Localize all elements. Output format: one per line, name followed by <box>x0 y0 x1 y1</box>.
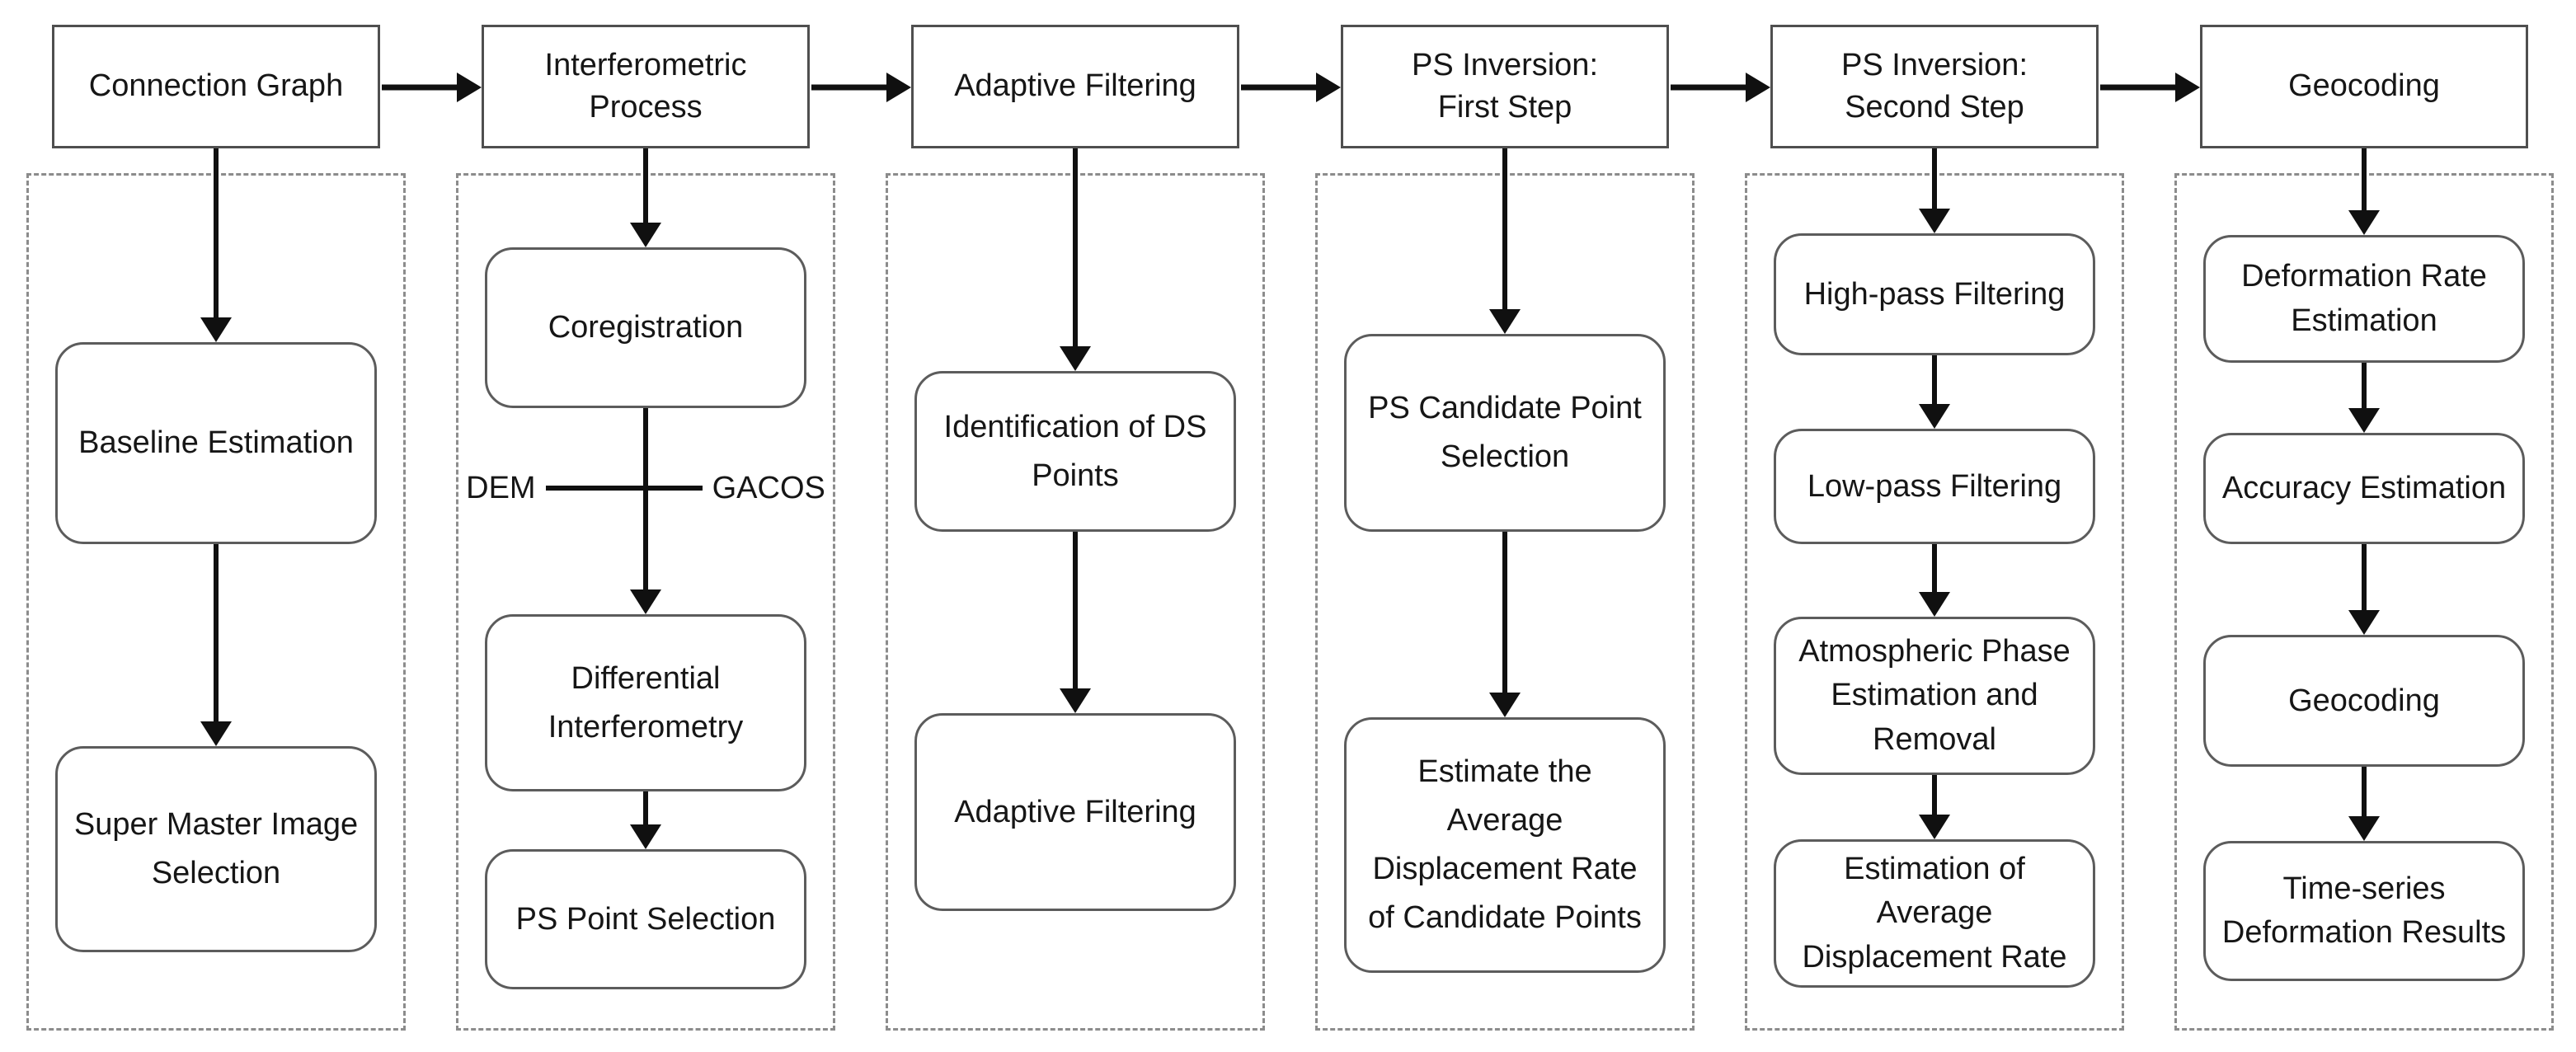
step-box-ps-point-selection: PS Point Selection <box>485 849 806 989</box>
arrow-head-icon <box>1919 209 1950 233</box>
arrow-down <box>1488 532 1521 717</box>
arrow-head-icon <box>1060 688 1091 713</box>
arrow-right <box>382 72 482 103</box>
arrow-head-icon <box>200 721 232 746</box>
arrow-right <box>1671 72 1770 103</box>
step-box-estimate-average-displacement-rate: Estimate the Average Displacement Rate o… <box>1344 717 1666 973</box>
arrow-shaft <box>1073 532 1078 690</box>
step-box-estimation-of-average-displacement-rate: Estimation of Average Displacement Rate <box>1774 839 2095 988</box>
step-box-accuracy-estimation: Accuracy Estimation <box>2203 433 2525 544</box>
arrow-head-icon <box>2175 73 2200 102</box>
arrow-down <box>1059 532 1092 713</box>
arrow-down <box>2348 363 2381 433</box>
arrow-down <box>1918 355 1951 429</box>
arrow-down <box>1488 148 1521 334</box>
arrow-shaft <box>643 408 648 591</box>
arrow-head-icon <box>1060 346 1091 371</box>
arrow-shaft <box>1932 148 1937 210</box>
arrow-right <box>1241 72 1341 103</box>
arrow-shaft <box>1502 532 1507 694</box>
arrow-shaft <box>214 148 219 319</box>
arrow-head-icon <box>1489 693 1521 717</box>
step-box-identification-of-ds-points: Identification of DS Points <box>914 371 1236 532</box>
arrow-head-icon <box>1316 73 1341 102</box>
step-box-ps-candidate-point-selection: PS Candidate Point Selection <box>1344 334 1666 532</box>
arrow-shaft <box>1932 775 1937 816</box>
arrow-shaft <box>1932 544 1937 594</box>
arrow-shaft <box>382 84 460 91</box>
arrow-head-icon <box>630 589 661 614</box>
arrow-down <box>629 791 662 849</box>
arrow-down <box>2348 544 2381 635</box>
arrow-down <box>1918 775 1951 839</box>
arrow-shaft <box>1073 148 1078 348</box>
step-box-time-series-deformation-results: Time-series Deformation Results <box>2203 841 2525 981</box>
header-box-connection-graph: Connection Graph <box>52 25 380 148</box>
step-box-baseline-estimation: Baseline Estimation <box>55 342 377 544</box>
arrow-down <box>2348 767 2381 841</box>
step-box-high-pass-filtering: High-pass Filtering <box>1774 233 2095 355</box>
header-box-interferometric-process: Interferometric Process <box>482 25 810 148</box>
arrow-down <box>2348 148 2381 235</box>
gacos-label: GACOS <box>712 470 825 505</box>
arrow-head-icon <box>2348 408 2380 433</box>
arrow-shaft <box>2362 767 2367 818</box>
header-box-adaptive-filtering: Adaptive Filtering <box>911 25 1239 148</box>
arrow-down <box>629 148 662 247</box>
arrow-head-icon <box>1919 404 1950 429</box>
arrow-head-icon <box>2348 816 2380 841</box>
step-box-atmospheric-phase-estimation-removal: Atmospheric Phase Estimation and Removal <box>1774 617 2095 775</box>
header-box-geocoding: Geocoding <box>2200 25 2528 148</box>
arrow-head-icon <box>1746 73 1770 102</box>
arrow-shaft <box>811 84 890 91</box>
arrow-shaft <box>2100 84 2179 91</box>
arrow-head-icon <box>630 223 661 247</box>
arrow-shaft <box>1502 148 1507 311</box>
arrow-head-icon <box>886 73 911 102</box>
header-box-ps-inversion-first-step: PS Inversion: First Step <box>1341 25 1669 148</box>
arrow-shaft <box>643 148 648 224</box>
arrow-shaft <box>1241 84 1319 91</box>
arrow-head-icon <box>200 317 232 342</box>
arrow-shaft <box>2362 363 2367 410</box>
step-box-super-master-image-selection: Super Master Image Selection <box>55 746 377 952</box>
arrow-head-icon <box>630 824 661 849</box>
arrow-right <box>811 72 911 103</box>
step-box-adaptive-filtering: Adaptive Filtering <box>914 713 1236 911</box>
dem-label: DEM <box>466 470 536 505</box>
arrow-shaft <box>1932 355 1937 406</box>
arrow-shaft <box>2362 544 2367 612</box>
arrow-shaft <box>214 544 219 723</box>
arrow-down <box>1918 544 1951 617</box>
dem-gacos-inputs: DEM GACOS <box>456 463 835 513</box>
arrow-down <box>200 544 233 746</box>
dem-gacos-line <box>545 486 703 491</box>
arrow-shaft <box>2362 148 2367 212</box>
arrow-down <box>629 408 662 614</box>
arrow-down <box>1918 148 1951 233</box>
arrow-right <box>2100 72 2200 103</box>
arrow-head-icon <box>457 73 482 102</box>
arrow-head-icon <box>1919 592 1950 617</box>
arrow-head-icon <box>2348 610 2380 635</box>
arrow-down <box>1059 148 1092 371</box>
arrow-down <box>200 148 233 342</box>
arrow-head-icon <box>1489 309 1521 334</box>
step-box-geocoding: Geocoding <box>2203 635 2525 767</box>
step-box-differential-interferometry: Differential Interferometry <box>485 614 806 791</box>
arrow-shaft <box>1671 84 1749 91</box>
step-box-coregistration: Coregistration <box>485 247 806 408</box>
arrow-shaft <box>643 791 648 826</box>
step-box-deformation-rate-estimation: Deformation Rate Estimation <box>2203 235 2525 363</box>
arrow-head-icon <box>2348 210 2380 235</box>
header-box-ps-inversion-second-step: PS Inversion: Second Step <box>1770 25 2099 148</box>
arrow-head-icon <box>1919 815 1950 839</box>
step-box-low-pass-filtering: Low-pass Filtering <box>1774 429 2095 544</box>
